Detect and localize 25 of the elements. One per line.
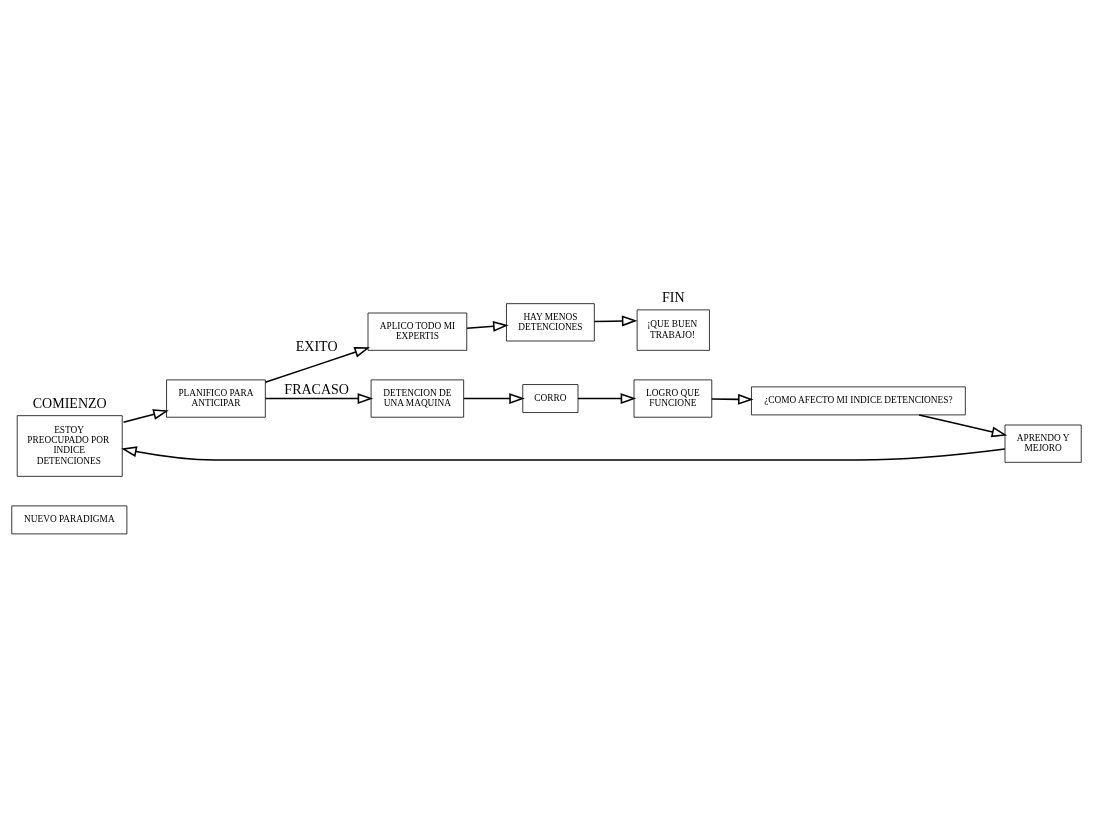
node-box: APLICO TODO MI EXPERTIS	[367, 312, 468, 351]
edge-label: FRACASO	[284, 382, 349, 398]
arrow	[264, 393, 374, 404]
node-label: COMIENZO	[32, 396, 107, 412]
arrow	[463, 393, 525, 404]
node-box: DETENCION DE UNA MAQUINA	[370, 379, 465, 418]
node-box: ¿COMO AFECTO MI INDICE DETENCIONES?	[751, 386, 966, 416]
arrow	[121, 446, 1006, 461]
edge-label: EXITO	[295, 339, 338, 355]
node-box: PLANIFICO PARA ANTICIPAR	[166, 379, 266, 418]
arrow	[122, 409, 169, 423]
arrow	[593, 315, 638, 327]
arrow	[918, 414, 1008, 438]
arrow	[577, 393, 637, 404]
node-box: ESTOY PREOCUPADO POR INDICE DETENCIONES	[16, 415, 123, 477]
node-box: CORRO	[522, 384, 579, 413]
node-box: LOGRO QUE FUNCIONE	[633, 379, 713, 418]
node-box: ¡QUE BUEN TRABAJO!	[636, 309, 710, 351]
node-box: HAY MENOS DETENCIONES	[506, 303, 595, 342]
node-label: FIN	[662, 290, 685, 306]
arrow	[711, 393, 754, 405]
arrow	[466, 320, 509, 332]
arrow	[264, 347, 370, 384]
node-box: NUEVO PARADIGMA	[11, 505, 128, 535]
node-box: APRENDO Y MEJORO	[1004, 424, 1082, 463]
